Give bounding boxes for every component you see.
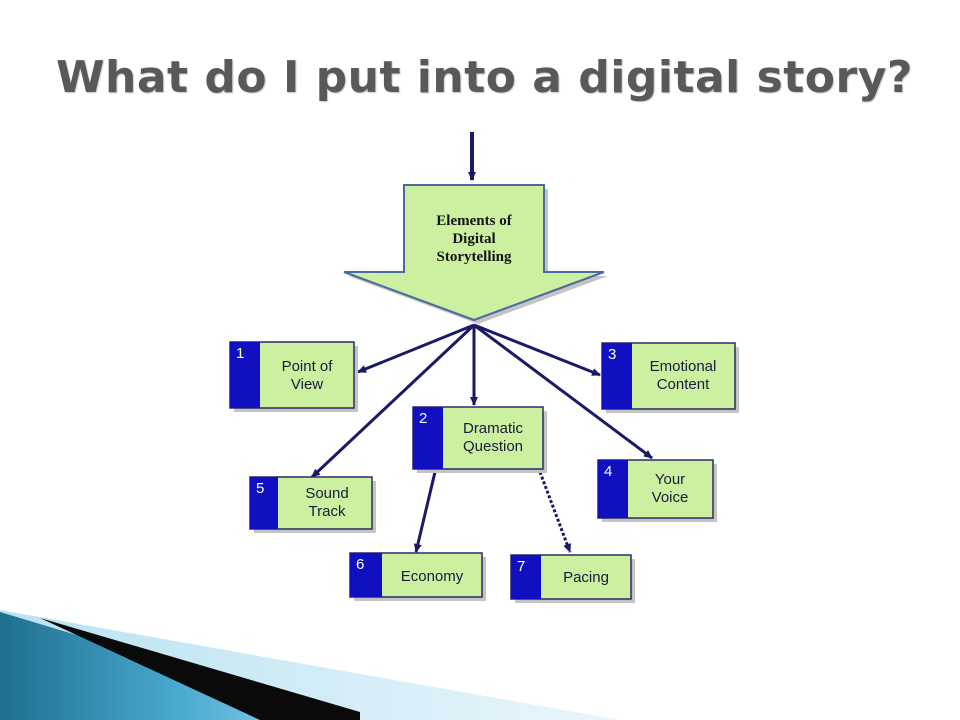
element-number-6: 6 bbox=[356, 556, 364, 573]
element-label-1b: View bbox=[291, 376, 323, 393]
slide-title: What do I put into a digital story? bbox=[56, 52, 913, 103]
connector-3 bbox=[473, 323, 601, 377]
element-box-5: 5 Sound Track bbox=[249, 476, 376, 533]
arrow-line-3: Storytelling bbox=[437, 249, 512, 265]
connector-1 bbox=[357, 323, 475, 374]
element-box-1: 1 Point of View bbox=[229, 341, 358, 412]
element-label-1a: Point of bbox=[282, 358, 334, 375]
element-label-2b: Question bbox=[463, 438, 523, 455]
element-label-5a: Sound bbox=[305, 485, 348, 502]
element-number-1: 1 bbox=[236, 345, 244, 362]
element-number-3: 3 bbox=[608, 346, 616, 363]
element-label-6: Economy bbox=[401, 568, 464, 585]
element-box-2: 2 Dramatic Question bbox=[412, 406, 547, 473]
element-label-5b: Track bbox=[309, 503, 346, 520]
element-box-7: 7 Pacing bbox=[510, 554, 635, 603]
element-box-4: 4 Your Voice bbox=[597, 459, 717, 522]
connector-4 bbox=[473, 323, 653, 460]
element-number-5: 5 bbox=[256, 480, 264, 497]
arrow-line-2: Digital bbox=[452, 231, 495, 247]
element-number-2: 2 bbox=[419, 410, 427, 427]
connector-7 bbox=[538, 471, 572, 553]
elements-arrow: Elements of Digital Storytelling bbox=[343, 184, 608, 324]
element-label-4a: Your bbox=[655, 471, 685, 488]
element-label-4b: Voice bbox=[652, 489, 689, 506]
element-label-3b: Content bbox=[657, 376, 710, 393]
decorative-swoosh bbox=[0, 610, 620, 720]
arrow-line-1: Elements of bbox=[436, 213, 512, 229]
element-number-4: 4 bbox=[604, 463, 612, 480]
element-box-3: 3 Emotional Content bbox=[601, 342, 739, 413]
element-box-6: 6 Economy bbox=[349, 552, 486, 601]
element-label-7: Pacing bbox=[563, 569, 609, 586]
connector-5 bbox=[310, 323, 476, 479]
connector-6 bbox=[413, 471, 437, 553]
connectors bbox=[310, 323, 653, 553]
element-label-3a: Emotional bbox=[650, 358, 717, 375]
element-number-7: 7 bbox=[517, 558, 525, 575]
element-label-2a: Dramatic bbox=[463, 420, 524, 437]
